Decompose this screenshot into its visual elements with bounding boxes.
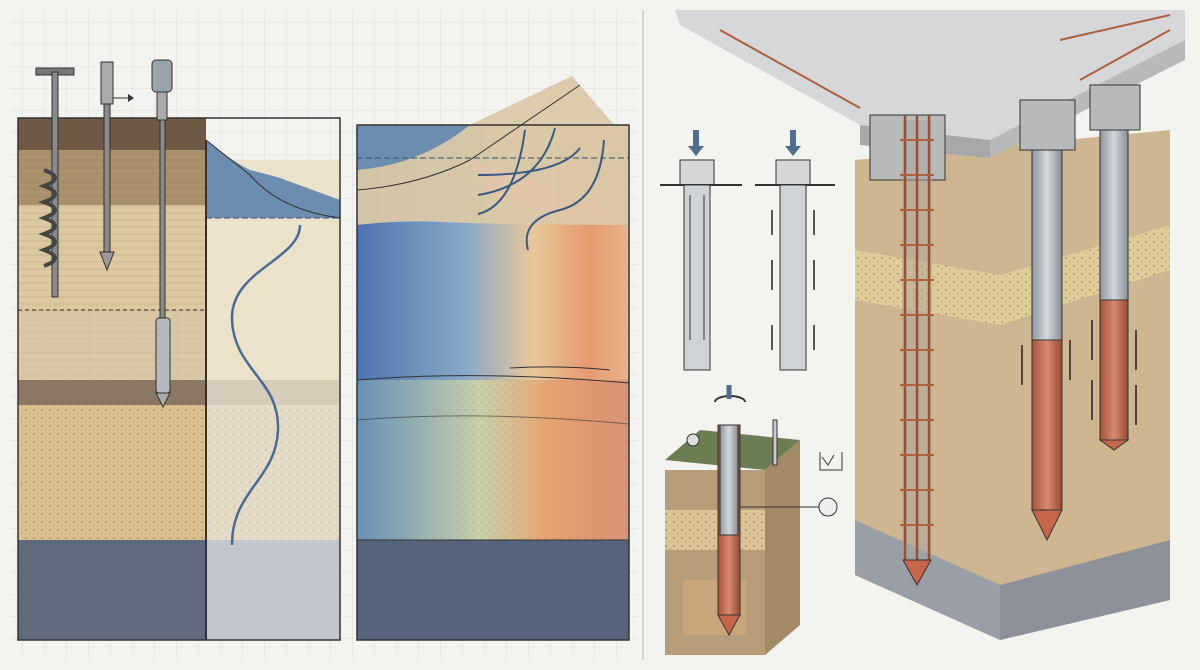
groundwater-flow-section [356,76,630,641]
piezometer-probe-icon [151,59,173,409]
water-surface-icon [357,125,470,170]
bedrock-layer [357,540,629,640]
bedrock-layer [18,540,206,640]
probe-rod-icon [99,61,134,272]
rebar-cage-icon [900,115,934,587]
soil-investigation-profile [17,59,341,641]
water-body [206,140,340,218]
thermometer-icon [772,419,778,466]
load-arrow-icon [688,146,704,156]
pile-bored [1098,129,1130,451]
groundwater-curve-icon [230,224,302,546]
pile-foundation-detail [660,10,1185,655]
dark-band-layer [18,380,206,406]
topsoil-layer [18,118,206,152]
pile-driven [1031,149,1063,542]
pile-load-diagram [660,130,742,371]
concrete-slab [675,10,1185,140]
pile-cap [1019,99,1076,151]
rebar-icon [719,14,1171,109]
installation-cutaway [665,385,843,655]
hill-icon [357,76,629,225]
friction-arrows-icon [1021,320,1137,425]
t-handle-auger-icon [35,67,75,298]
gauge-icon [818,497,838,517]
flow-arrows-icon [477,127,605,251]
water-level-icon [819,452,843,471]
gauge-icon [686,433,700,447]
pile-cap [1089,84,1141,131]
pile-friction-diagram [755,130,835,371]
